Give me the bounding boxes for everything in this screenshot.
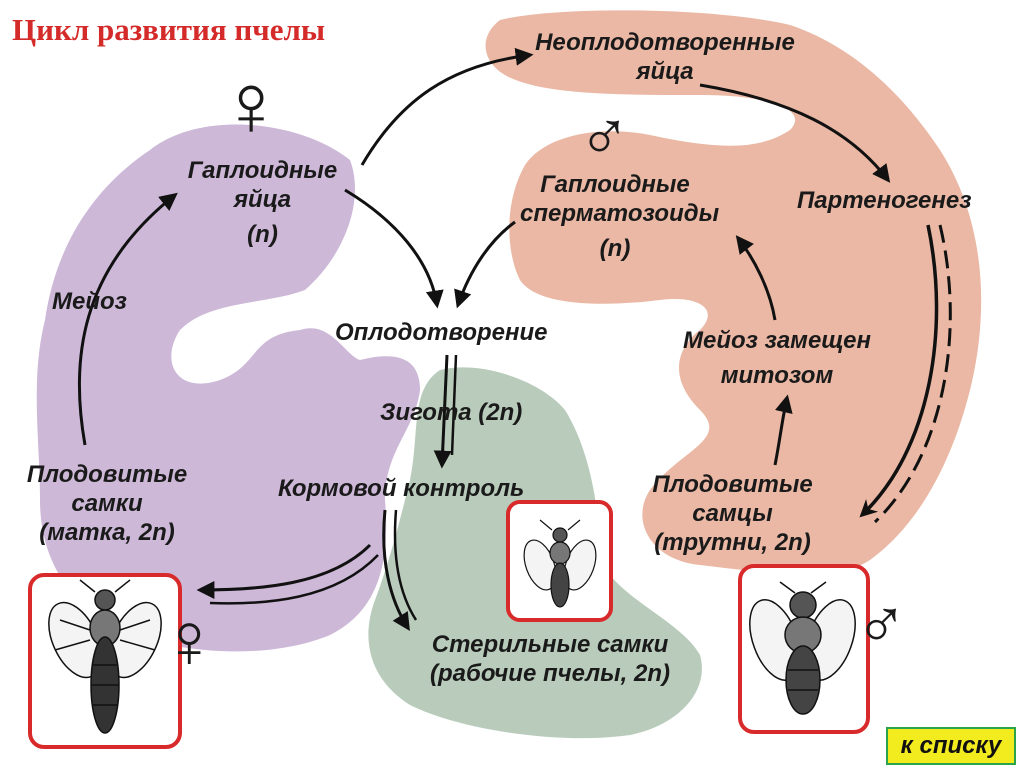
arrow-fertilization-to-zygote-2 bbox=[450, 354, 458, 456]
arrow-feeding-to-workers bbox=[382, 509, 410, 632]
male-symbol-bottom: ♂ bbox=[855, 585, 908, 663]
arrow-drones-to-mitosis bbox=[773, 394, 793, 466]
arrow-fertilization-to-zygote bbox=[433, 354, 452, 469]
worker-bee-illustration bbox=[523, 519, 597, 608]
arrow-feeding-to-queen bbox=[196, 543, 372, 599]
queen-bee-illustration bbox=[48, 579, 162, 734]
male-region bbox=[485, 10, 982, 574]
fertile-females-label: Плодовитые самки (матка, 2n) bbox=[26, 461, 188, 546]
arrow-feeding-to-queen-2 bbox=[209, 554, 379, 605]
fertile-males-label: Плодовитые самцы (трутни, 2n) bbox=[652, 471, 813, 556]
female-region bbox=[36, 124, 421, 652]
female-symbol-top: ♀ bbox=[218, 55, 284, 154]
meiosis-replaced-label: Мейоз замещен митозом bbox=[683, 327, 871, 389]
arrow-sperm-to-fertilization bbox=[454, 220, 516, 309]
meiosis-label: Мейоз bbox=[52, 288, 127, 315]
arrow-parthenogenesis-dashed bbox=[873, 224, 952, 524]
sterile-females-label: Стерильные самки (рабочие пчелы, 2n) bbox=[429, 631, 671, 687]
feeding-control-label: Кормовой контроль bbox=[278, 475, 525, 502]
female-symbol-bottom: ♀ bbox=[160, 596, 219, 684]
arrow-mitosis-to-sperm bbox=[735, 235, 777, 321]
zygote-label: Зигота (2n) bbox=[380, 399, 523, 426]
arrow-parthenogenesis-solid bbox=[859, 224, 939, 518]
back-to-list-button[interactable]: к списку bbox=[886, 727, 1016, 765]
drone-bee-illustration bbox=[749, 581, 856, 715]
page-title: Цикл развития пчелы bbox=[12, 12, 326, 47]
unfertilized-eggs-label: Неоплодотворенные яйца bbox=[535, 29, 795, 85]
haploid-eggs-label: Гаплоидные яйца (n) bbox=[187, 157, 338, 248]
arrow-feeding-to-workers-2 bbox=[393, 509, 418, 621]
arrow-unfertilized-to-parthenogenesis bbox=[699, 83, 891, 183]
arrow-eggs-to-fertilization bbox=[344, 188, 444, 309]
arrow-eggs-to-unfertilized bbox=[360, 47, 534, 166]
fertilization-label: Оплодотворение bbox=[335, 319, 548, 346]
parthenogenesis-label: Партеногенез bbox=[797, 187, 972, 214]
haploid-sperm-label: Гаплоидные сперматозоиды (n) bbox=[520, 171, 720, 262]
arrow-meiosis bbox=[77, 192, 178, 446]
male-symbol-top: ♂ bbox=[578, 97, 631, 175]
